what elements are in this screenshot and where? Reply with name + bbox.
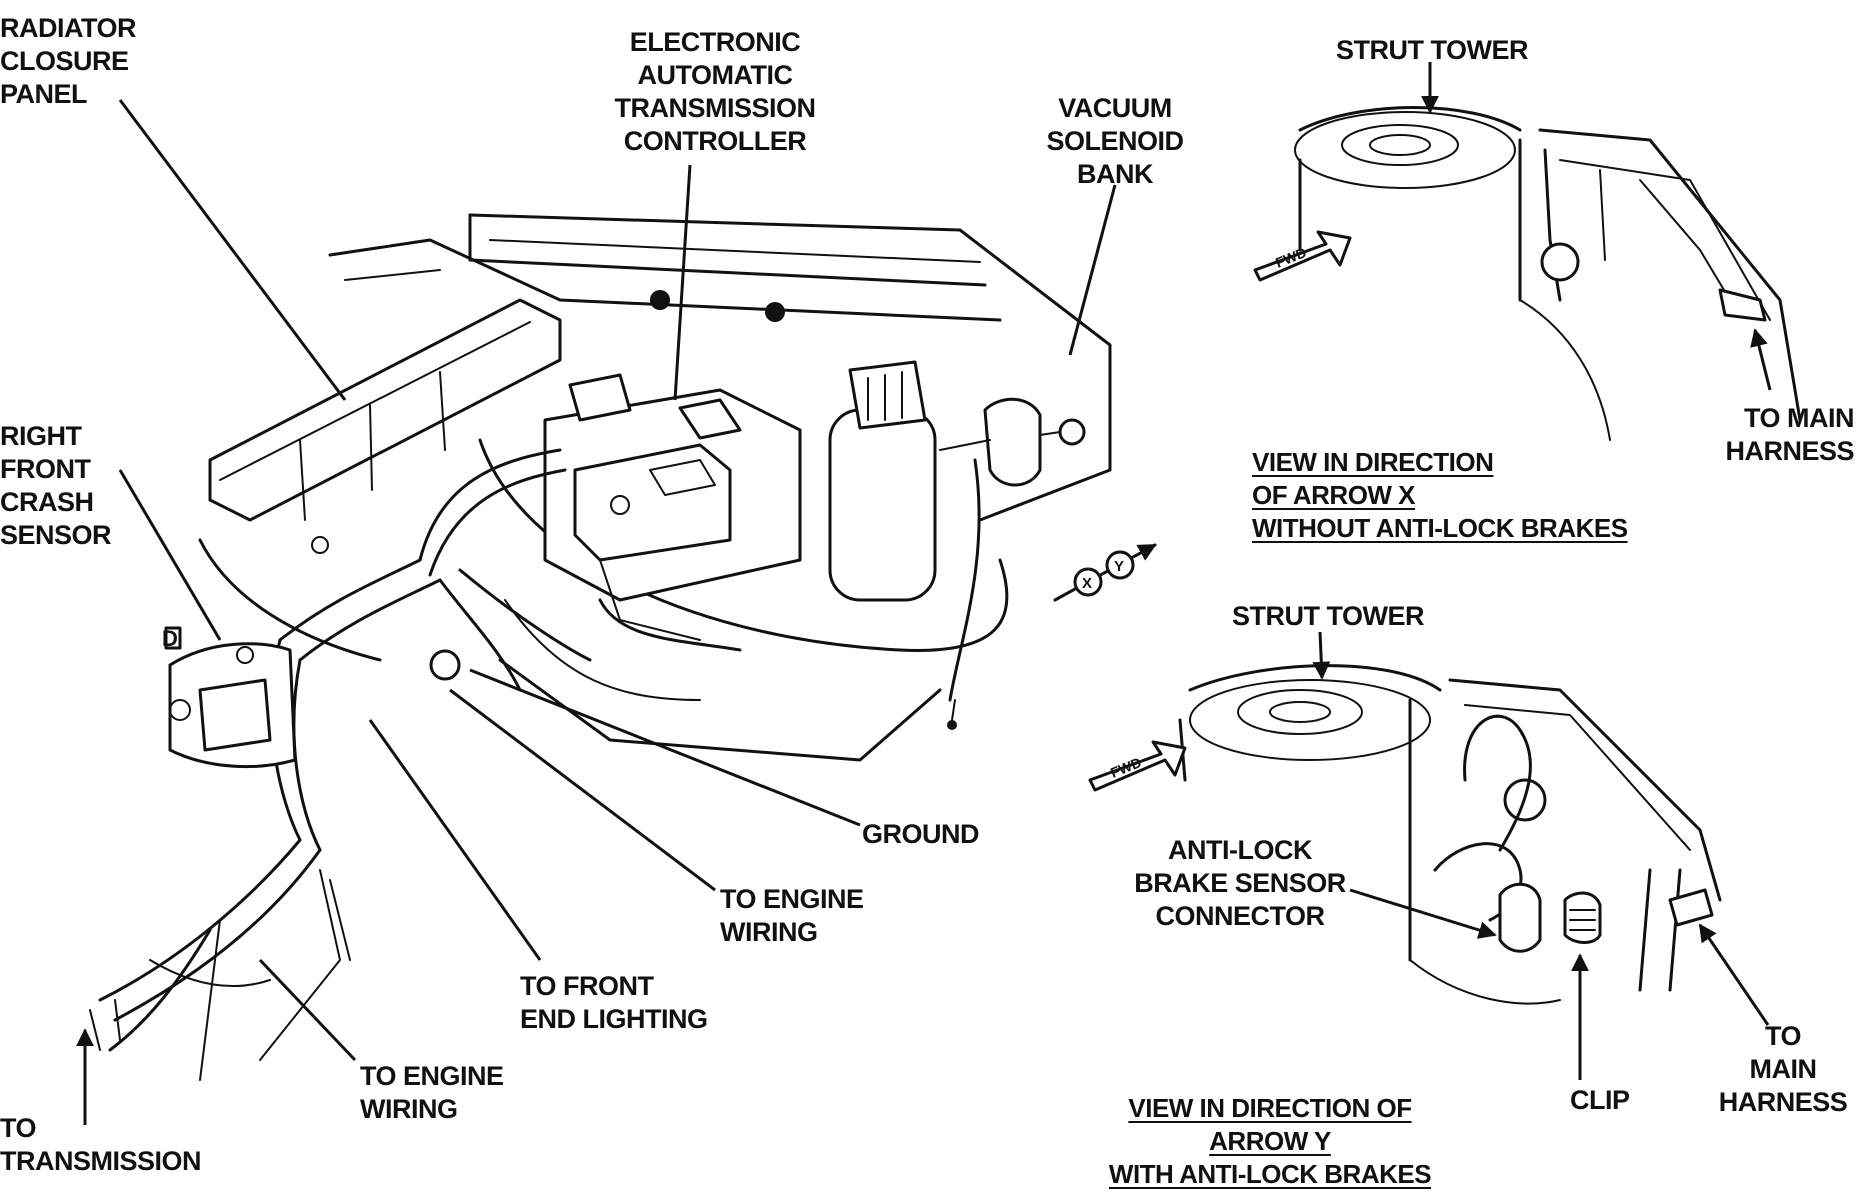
vacuum-solenoid-bank — [828, 360, 1086, 730]
label-line: WITH ANTI-LOCK BRAKES — [1108, 1159, 1432, 1189]
leader-to-main-harness-y — [1698, 923, 1770, 1026]
label-line: WIRING — [360, 1094, 458, 1124]
label-line: ELECTRONIC — [629, 27, 801, 57]
label-strut-tower-y: STRUT TOWER — [1232, 600, 1425, 633]
label-line: AUTOMATIC — [637, 60, 793, 90]
leader-strut-tower-y — [1312, 631, 1331, 680]
leader-lines — [76, 62, 1772, 1125]
label-line: VACUUM — [1058, 93, 1172, 123]
label-line: TO ENGINE — [360, 1061, 504, 1091]
label-line: BANK — [1077, 159, 1154, 189]
label-line: GROUND — [862, 819, 980, 849]
label-line: STRUT TOWER — [1232, 601, 1425, 631]
label-line: MAIN — [1749, 1054, 1818, 1084]
leader-vacuum-solenoid-bank — [1068, 184, 1117, 356]
label-line: CLIP — [1570, 1085, 1630, 1115]
label-line: RIGHT — [0, 421, 82, 451]
label-line: HARNESS — [1725, 436, 1854, 466]
label-crash-sensor-tag: D — [162, 626, 178, 651]
label-ground: GROUND — [862, 818, 980, 851]
transmission-controller-module — [543, 373, 802, 641]
label-line: PANEL — [0, 79, 88, 109]
label-line: END LIGHTING — [520, 1004, 708, 1034]
fwd-arrow-y: FWD — [1088, 740, 1187, 792]
view-x-diagram: FWD — [1253, 106, 1802, 441]
leader-to-engine-wiring-lower — [258, 958, 357, 1062]
label-line: HARNESS — [1718, 1087, 1848, 1117]
label-line: SOLENOID — [1046, 126, 1184, 156]
label-line: VIEW IN DIRECTION — [1252, 447, 1494, 477]
label-line: ARROW Y — [1209, 1126, 1331, 1156]
leader-to-front-end-lighting — [368, 719, 542, 961]
arrow-y-label: Y — [1114, 558, 1124, 575]
label-line: TRANSMISSION — [0, 1146, 202, 1176]
label-line: WITHOUT ANTI-LOCK BRAKES — [1252, 513, 1628, 543]
leader-to-engine-wiring-upper — [449, 688, 716, 892]
leader-radiator-closure-panel — [118, 99, 347, 401]
label-line: FRONT — [0, 454, 91, 484]
label-line: RADIATOR — [0, 13, 137, 43]
label-line: ANTI-LOCK — [1168, 835, 1312, 865]
label-line: TRANSMISSION — [614, 93, 816, 123]
view-arrows-xy: X Y — [1053, 543, 1157, 602]
label-line: CONNECTOR — [1155, 901, 1325, 931]
label-line: CLOSURE — [0, 46, 129, 76]
label-clip: CLIP — [1570, 1084, 1630, 1117]
leader-ground — [469, 668, 861, 827]
label-line: TO FRONT — [520, 971, 654, 1001]
label-line: BRAKE SENSOR — [1134, 868, 1346, 898]
label-line: OF ARROW X — [1252, 480, 1416, 510]
label-line: TO ENGINE — [720, 884, 864, 914]
crash-sensor — [164, 626, 297, 769]
leader-transmission-controller — [673, 164, 692, 401]
label-line: STRUT TOWER — [1336, 35, 1529, 65]
label-line: TO — [1764, 1021, 1802, 1051]
leader-to-main-harness-x — [1750, 328, 1772, 391]
radiator-closure-panel — [198, 298, 562, 662]
label-line: CONTROLLER — [623, 126, 807, 156]
leader-crash-sensor — [118, 469, 222, 641]
label-line: SENSOR — [0, 520, 112, 550]
label-line: WIRING — [720, 917, 818, 947]
main-view: X Y — [89, 213, 1157, 1081]
leader-anti-lock-connector — [1349, 888, 1497, 939]
label-line: TO MAIN — [1744, 403, 1855, 433]
view-y-diagram: FWD — [1088, 664, 1722, 1005]
label-line: CRASH — [0, 487, 94, 517]
label-strut-tower-x: STRUT TOWER — [1336, 34, 1529, 67]
label-line: VIEW IN DIRECTION OF — [1128, 1093, 1412, 1123]
label-line: TO — [0, 1113, 37, 1143]
arrow-x-label: X — [1082, 575, 1092, 592]
fwd-arrow-x: FWD — [1253, 230, 1352, 282]
